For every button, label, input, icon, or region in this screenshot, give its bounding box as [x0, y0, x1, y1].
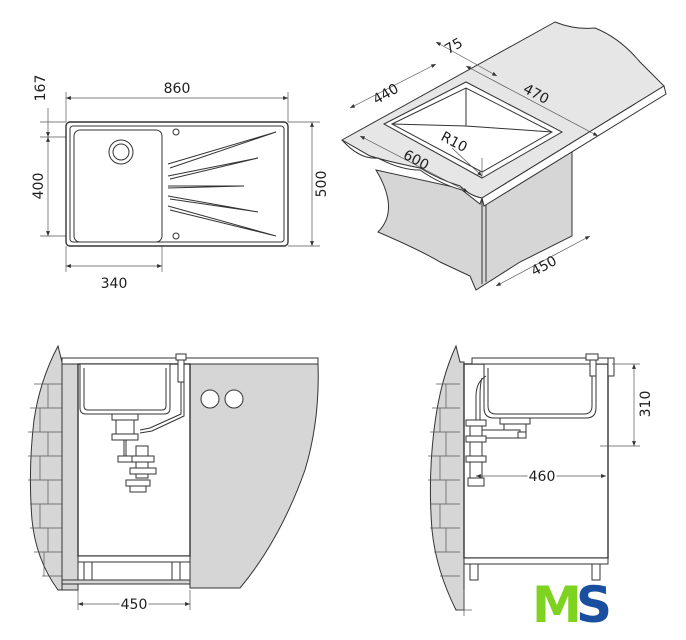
bowl-outline: [73, 129, 163, 243]
front-countertop: [61, 357, 319, 365]
adjacent-cabinet: [189, 363, 319, 589]
drain-circle: [108, 139, 134, 165]
cabinet-leg: [83, 561, 93, 581]
socket-1: [200, 389, 220, 409]
dim-line-470: [465, 65, 599, 137]
brick-wall-left: [29, 344, 79, 591]
side-leg: [469, 563, 479, 581]
front-bowl: [79, 363, 171, 415]
dim-75-label: 75: [442, 35, 465, 58]
dim-860-label: 860: [164, 81, 191, 97]
dim-line-r10: [451, 147, 483, 177]
overflow-hole: [172, 232, 180, 240]
dim-450-iso-label: 450: [529, 253, 560, 280]
siphon: [111, 413, 157, 493]
ms-logo: M S: [532, 576, 612, 634]
socket-2: [224, 389, 244, 409]
side-view: 310 460: [428, 344, 654, 616]
dim-line-600: [359, 135, 469, 193]
dim-450-front-label: 450: [121, 597, 148, 613]
drainer-grooves: [167, 131, 277, 237]
dim-line-440: [349, 63, 437, 109]
dim-400-label: 400: [31, 173, 47, 200]
brick-wall-side: [429, 344, 465, 611]
side-leg: [591, 563, 601, 581]
dim-line-450-iso: [495, 235, 591, 287]
dim-440-label: 440: [370, 81, 401, 108]
dim-310-label: 310: [638, 391, 654, 418]
logo-letter-m: M: [532, 576, 582, 634]
side-bowl: [483, 363, 597, 419]
top-view: 860 167 400 500 340: [31, 75, 330, 292]
dim-167-label: 167: [33, 75, 49, 102]
sink-outline: [65, 121, 289, 247]
tap-hole: [172, 128, 180, 136]
isometric-view: 75 440 470 R10 600 450: [340, 21, 667, 291]
tap-base: [175, 353, 187, 361]
dim-340-label: 340: [101, 276, 128, 292]
cabinet-leg: [171, 561, 181, 581]
side-siphon: [465, 417, 531, 487]
dim-460-label: 460: [529, 469, 556, 485]
front-view: 450: [28, 344, 319, 615]
logo-letter-s: S: [576, 576, 612, 634]
dim-500-label: 500: [314, 171, 330, 198]
